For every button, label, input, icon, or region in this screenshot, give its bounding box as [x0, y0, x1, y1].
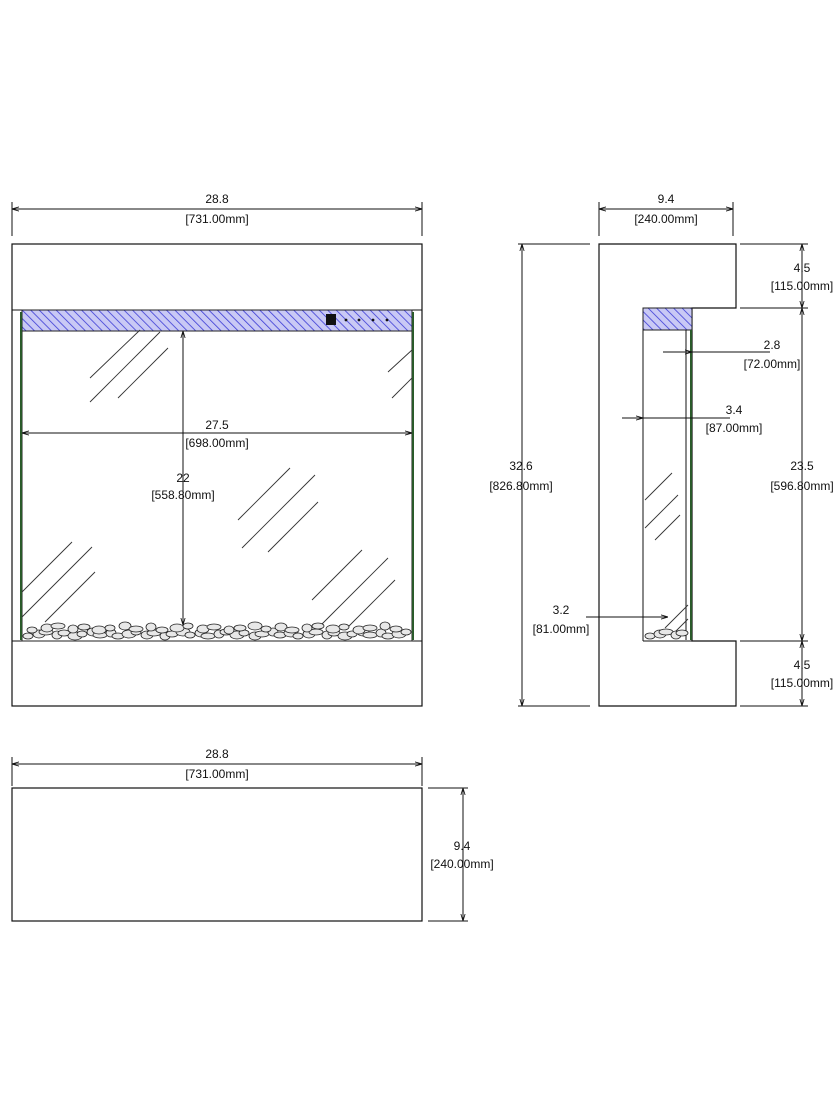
top-depth-mm: [240.00mm] — [430, 857, 493, 871]
pebble — [145, 622, 157, 632]
pebble — [389, 625, 403, 633]
offset-b-value: 3.4 — [726, 403, 743, 417]
top-view-outline — [11, 787, 423, 922]
offset-c-value: 3.2 — [553, 603, 570, 617]
front-pebble-bed — [22, 621, 412, 641]
side-glass-height-value: 23.5 — [790, 459, 814, 473]
pebble — [67, 624, 79, 634]
power-button-icon — [326, 314, 336, 325]
pebble — [338, 623, 350, 631]
control-dot-1 — [344, 318, 348, 322]
side-control-strip — [642, 307, 693, 331]
glass-height-value: 22 — [176, 471, 190, 485]
top-width-mm: [731.00mm] — [185, 767, 248, 781]
pebble — [247, 621, 263, 631]
offset-a-mm: [72.00mm] — [744, 357, 801, 371]
pebble — [206, 623, 222, 631]
offset-c-mm: [81.00mm] — [533, 622, 590, 636]
control-panel-strip — [21, 309, 413, 332]
front-glass-panel — [21, 330, 413, 642]
pebble — [284, 626, 300, 634]
glass-height-mm: [558.80mm] — [151, 488, 214, 502]
top-width-value: 28.8 — [205, 747, 229, 761]
pebble — [91, 625, 107, 635]
pebble — [104, 624, 116, 632]
pebble — [325, 624, 341, 634]
front-outer-frame — [11, 243, 423, 707]
pebble — [311, 622, 325, 630]
front-width-value: 28.8 — [205, 192, 229, 206]
glass-width-value: 27.5 — [205, 418, 229, 432]
bottom-frame-value: 4.5 — [794, 658, 811, 672]
pebble — [362, 631, 378, 639]
pebble — [301, 623, 313, 633]
pebble — [184, 631, 196, 639]
pebble — [200, 632, 216, 640]
pebble — [182, 622, 194, 630]
side-height-value: 32.6 — [509, 459, 533, 473]
pebble — [155, 626, 169, 634]
pebble — [22, 632, 34, 640]
side-glass-reflections — [644, 472, 689, 633]
control-dot-4 — [385, 318, 389, 322]
control-dot-3 — [371, 318, 375, 322]
pebble — [118, 621, 132, 631]
pebble — [169, 623, 185, 633]
pebble — [292, 632, 304, 640]
pebble — [223, 625, 235, 635]
side-depth-value: 9.4 — [658, 192, 675, 206]
pebble — [77, 623, 91, 631]
side-pebble-bed — [644, 628, 689, 640]
side-glass-height-mm: [596.80mm] — [770, 479, 833, 493]
pebble — [644, 632, 656, 640]
top-depth-value: 9.4 — [454, 839, 471, 853]
side-view: 9.4 [240.00mm] 32.6 [826.80mm] 4.5 — [489, 192, 834, 707]
pebble — [400, 628, 412, 636]
pebble — [379, 621, 391, 631]
glass-reflection-lines — [21, 329, 413, 631]
front-width-mm: [731.00mm] — [185, 212, 248, 226]
front-view: 28.8 [731.00mm] — [11, 192, 423, 707]
top-frame-value: 4.5 — [794, 261, 811, 275]
pebble — [274, 622, 288, 632]
pebble — [26, 626, 38, 634]
bottom-frame-mm: [115.00mm] — [771, 676, 833, 690]
pebble — [260, 625, 272, 633]
pebble — [362, 624, 378, 632]
pebble — [50, 622, 66, 630]
pebble — [128, 625, 144, 633]
offset-b-mm: [87.00mm] — [706, 421, 763, 435]
side-depth-mm: [240.00mm] — [634, 212, 697, 226]
pebble — [675, 629, 689, 637]
offset-a-value: 2.8 — [764, 338, 781, 352]
glass-width-mm: [698.00mm] — [185, 436, 248, 450]
control-dot-2 — [357, 318, 361, 322]
top-frame-mm: [115.00mm] — [771, 279, 833, 293]
top-view: 28.8 [731.00mm] 9.4 [240.00mm] — [11, 747, 494, 922]
pebble — [76, 630, 88, 638]
pebble — [233, 624, 247, 632]
side-height-mm: [826.80mm] — [489, 479, 552, 493]
